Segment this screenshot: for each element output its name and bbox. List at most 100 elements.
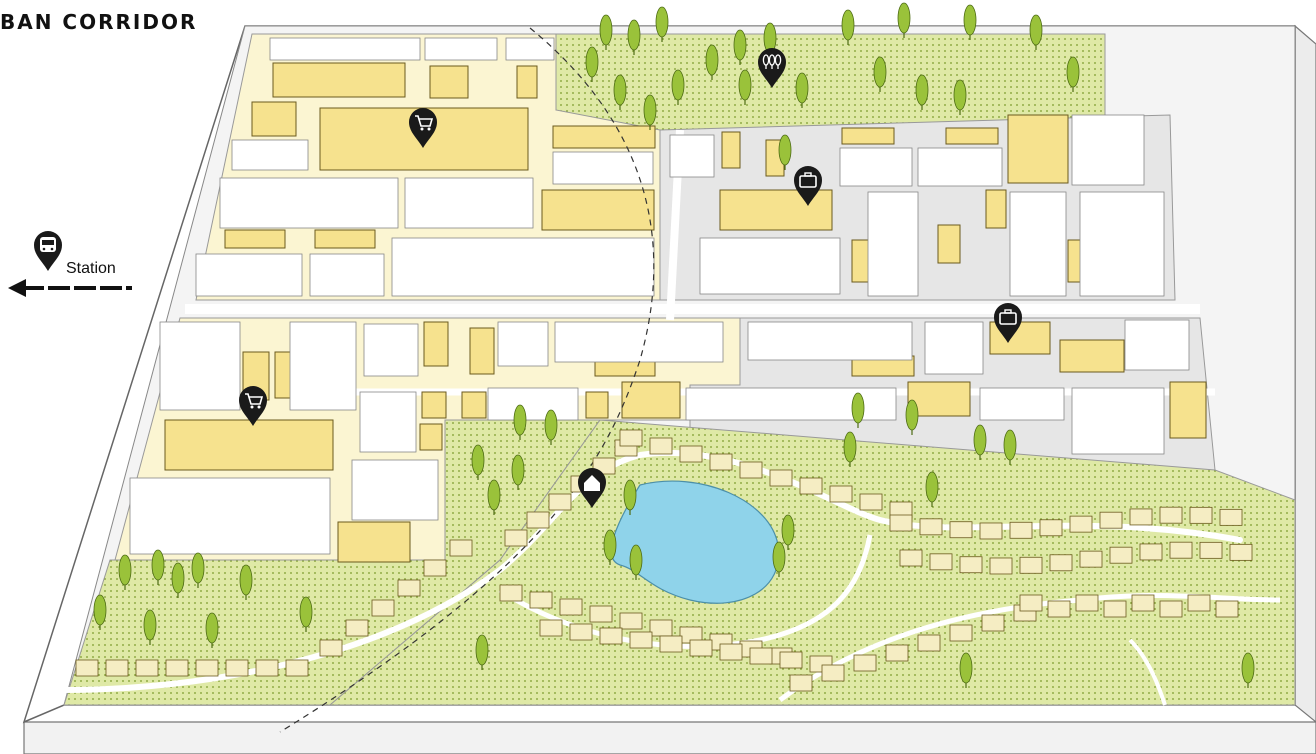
tree [1066,56,1080,88]
building [719,189,833,231]
tree [963,4,977,36]
tree [772,541,786,573]
tree [959,652,973,684]
house [1009,521,1033,539]
parking-lot [1079,191,1165,297]
tree [671,69,685,101]
house [885,644,909,662]
house [619,612,643,630]
tree [778,134,792,166]
house [1139,543,1163,561]
tree [93,594,107,626]
briefcase-icon[interactable] [994,303,1022,343]
parking-lot [867,191,919,297]
house [589,605,613,623]
tree [897,2,911,34]
parking-lot [497,321,549,367]
house [899,549,923,567]
bus-icon[interactable] [34,231,62,271]
tree [171,562,185,594]
house [917,634,941,652]
building [985,189,1007,229]
house [1047,600,1071,618]
house [75,659,99,677]
parking-lot [159,321,241,411]
parking-lot [747,321,913,361]
parking-lot [351,459,439,521]
parking-lot [129,477,331,555]
tree [299,596,313,628]
house [799,477,823,495]
house [779,651,803,669]
shopping-cart-icon[interactable] [239,386,267,426]
parking-lot [363,323,419,377]
map-base-edge [1294,24,1316,723]
building [419,423,443,451]
parking-lot [924,321,984,375]
house [979,522,1003,540]
parking-lot [554,321,724,363]
tree [1241,652,1255,684]
house [989,557,1013,575]
house-icon[interactable] [578,468,606,508]
shopping-cart-icon[interactable] [409,108,437,148]
parking-lot [195,253,303,297]
building [552,125,656,149]
house [397,579,421,597]
house [345,619,369,637]
building [224,229,286,249]
building [585,391,609,419]
tree [851,392,865,424]
house [1049,554,1073,572]
building [337,521,411,563]
house [371,599,395,617]
tree [623,479,637,511]
tree [781,514,795,546]
house [319,639,343,657]
house [285,659,309,677]
house [959,556,983,574]
house [719,643,743,661]
house [504,529,528,547]
house [599,627,623,645]
house [679,445,703,463]
house [859,493,883,511]
house [1159,506,1183,524]
building [907,381,971,417]
trees-icon[interactable] [758,48,786,88]
tree [953,79,967,111]
tree [143,609,157,641]
house [1219,508,1243,526]
house [789,674,813,692]
parking-lot [1009,191,1067,297]
house [739,461,763,479]
tree [205,612,219,644]
tree [841,9,855,41]
tree [599,14,613,46]
house [548,493,572,511]
tree [603,529,617,561]
house [1103,600,1127,618]
house [1131,594,1155,612]
building [429,65,469,99]
house [499,584,523,602]
tree [873,56,887,88]
house [449,539,473,557]
building [1007,114,1069,184]
house [165,659,189,677]
parking-lot [669,134,715,178]
building [621,381,681,419]
tree [795,72,809,104]
parking-lot [1124,319,1190,371]
tree [925,471,939,503]
briefcase-icon[interactable] [794,166,822,206]
parking-lot [269,37,421,61]
tree [544,409,558,441]
house [929,553,953,571]
building [423,321,449,367]
tree [513,404,527,436]
house [1129,508,1153,526]
building [314,229,376,249]
building [272,62,406,98]
tree [627,19,641,51]
